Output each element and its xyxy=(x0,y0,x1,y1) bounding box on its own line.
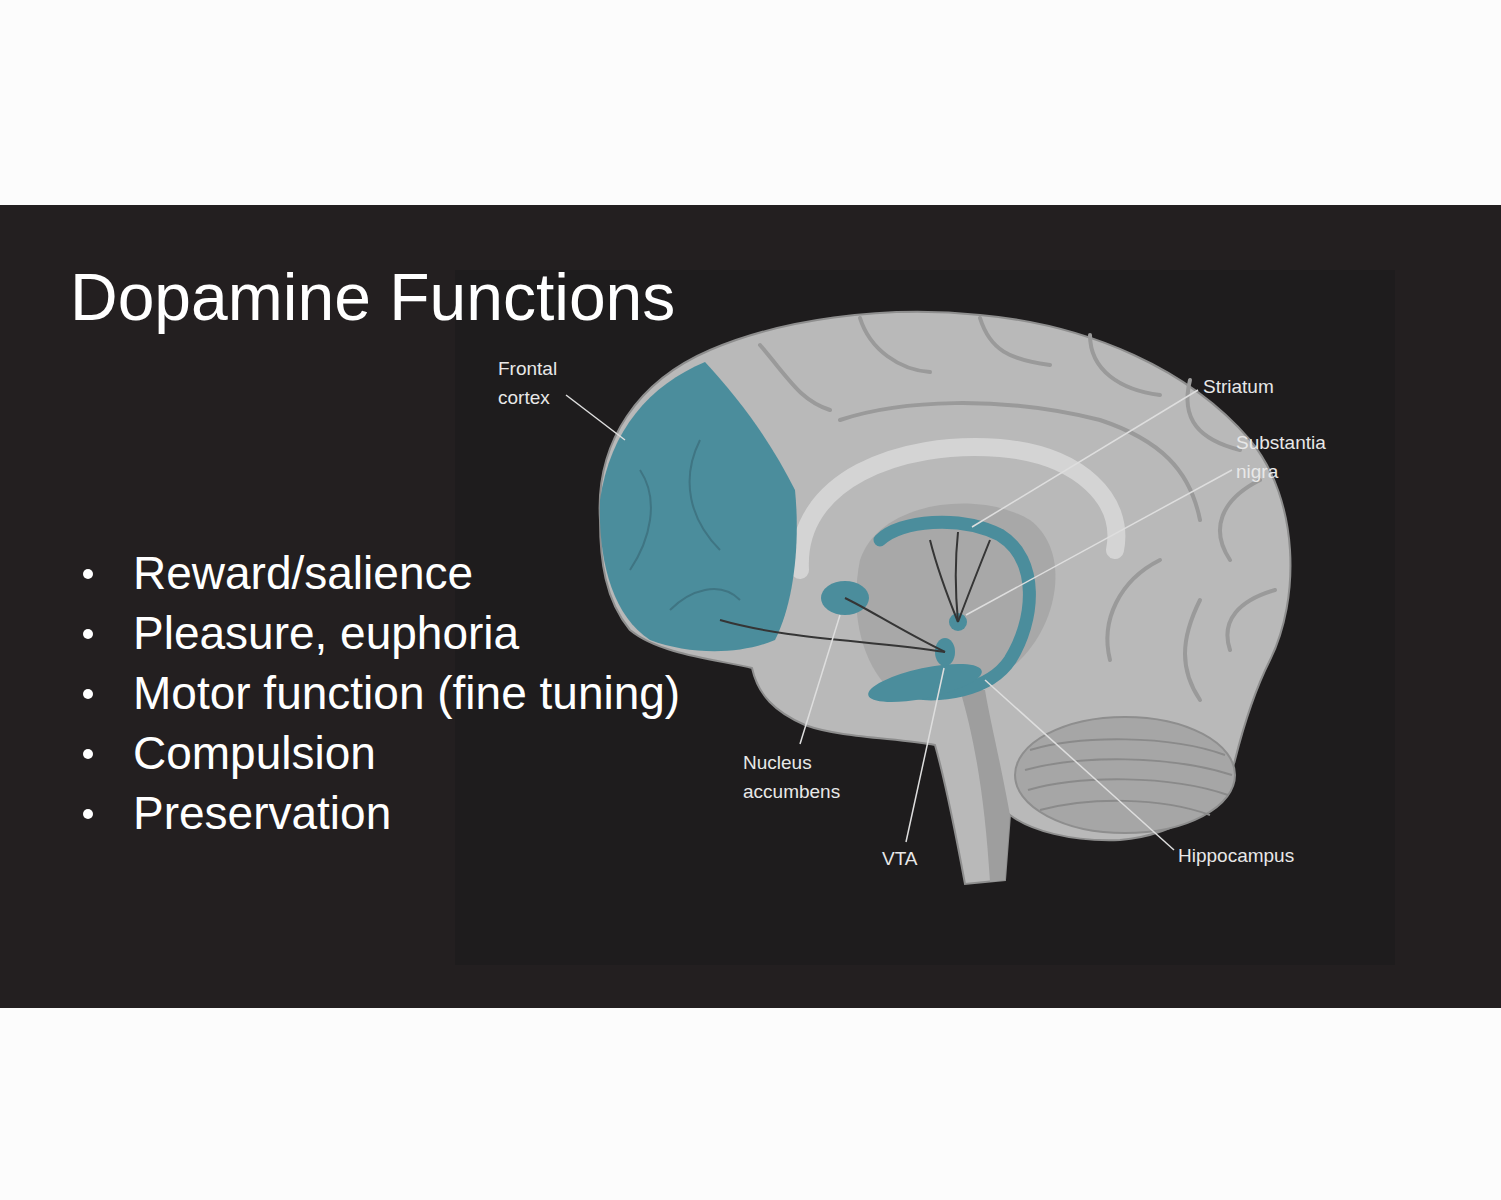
bullet-item: Compulsion xyxy=(133,726,376,781)
bullet-dots xyxy=(83,569,93,819)
slide-background xyxy=(0,205,1501,1008)
part-label: Substantia nigra xyxy=(1236,428,1348,487)
part-label: VTA xyxy=(882,846,918,873)
slide-title: Dopamine Functions xyxy=(70,258,675,337)
part-label: Hippocampus xyxy=(1178,843,1294,870)
bullet-item: Motor function (fine tuning) xyxy=(133,666,680,721)
part-label: Striatum xyxy=(1203,374,1274,401)
part-label: Frontal cortex xyxy=(498,354,573,413)
bullet-item: Preservation xyxy=(133,786,391,841)
bullet-item: Pleasure, euphoria xyxy=(133,606,519,661)
image-panel xyxy=(455,270,1395,965)
brain xyxy=(600,312,1291,884)
part-label: Nucleus accumbens xyxy=(743,748,865,807)
leader-lines xyxy=(566,390,1232,850)
bullet-item: Reward/salience xyxy=(133,546,473,601)
